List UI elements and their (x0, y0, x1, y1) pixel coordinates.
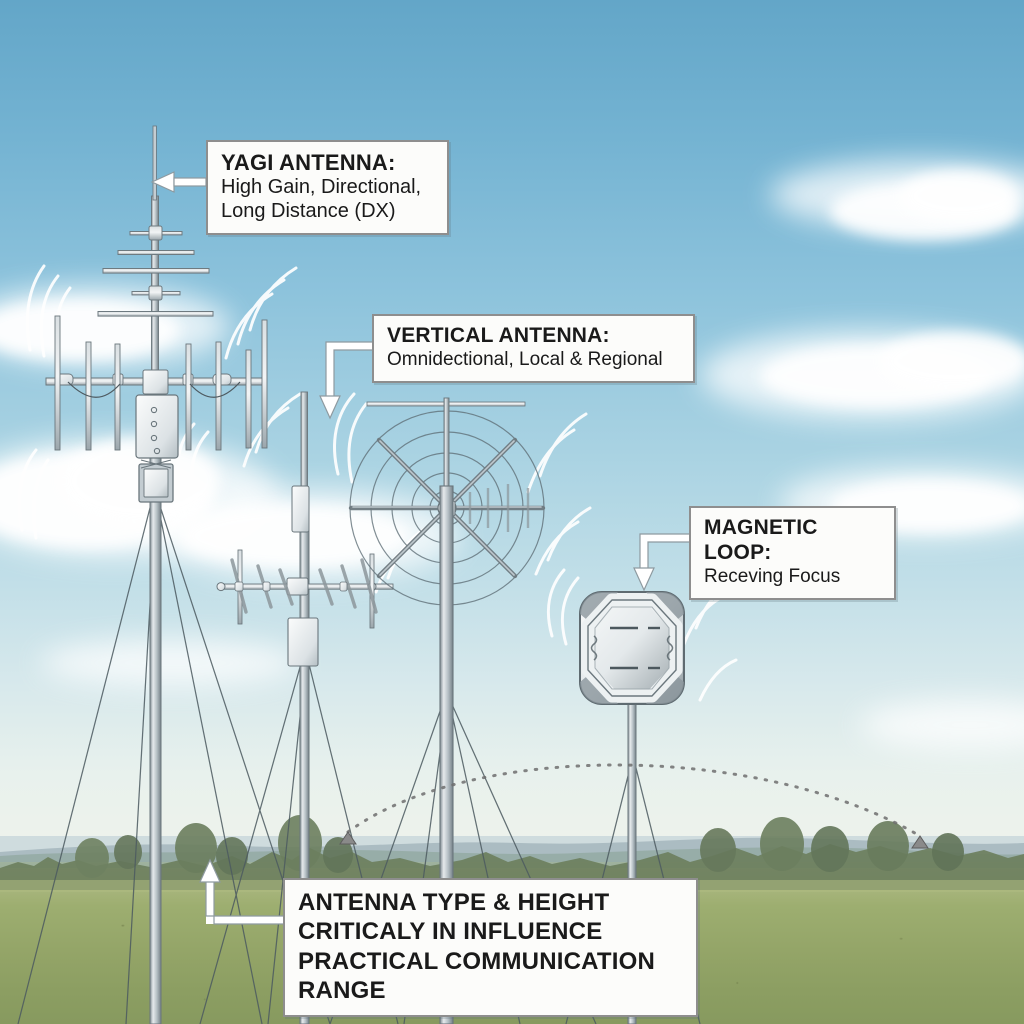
vertical-label-heading: VERTICAL ANTENNA: (387, 324, 610, 347)
loop-label-heading: MAGNETIC LOOP: (704, 516, 818, 564)
callout-label-yagi[interactable]: YAGI ANTENNA: High Gain, Directional, Lo… (206, 140, 449, 236)
vertical-label-line1: Omnidectional, Local & Regional (387, 348, 663, 370)
loop-label-line1: Receving Focus (704, 565, 841, 587)
arrow-elbow-down-icon-2 (633, 533, 689, 592)
magnetic-loop-antenna (579, 591, 685, 1024)
yagi-label-heading: YAGI ANTENNA: (221, 150, 396, 175)
callout-label-vertical[interactable]: VERTICAL ANTENNA: Omnidectional, Local &… (372, 314, 695, 384)
arrow-up-icon (199, 858, 283, 925)
arrow-left-icon (150, 171, 207, 193)
summary-label-line2: CRITICALY IN INFLUENCE (298, 918, 603, 946)
yagi-label-line2: Long Distance (DX) (221, 199, 396, 222)
yagi-small-antenna (216, 391, 394, 1024)
callout-label-summary[interactable]: ANTENNA TYPE & HEIGHT CRITICALY IN INFLU… (283, 878, 698, 1018)
summary-label-line3: PRACTICAL COMMUNICATION RANGE (298, 947, 656, 1004)
arrow-elbow-down-icon (319, 341, 372, 420)
callout-label-loop[interactable]: MAGNETIC LOOP: Receving Focus (689, 506, 896, 600)
yagi-label-line1: High Gain, Directional, (221, 175, 422, 198)
yagi-large-antenna (45, 125, 268, 1024)
summary-label-line1: ANTENNA TYPE & HEIGHT (298, 889, 610, 916)
